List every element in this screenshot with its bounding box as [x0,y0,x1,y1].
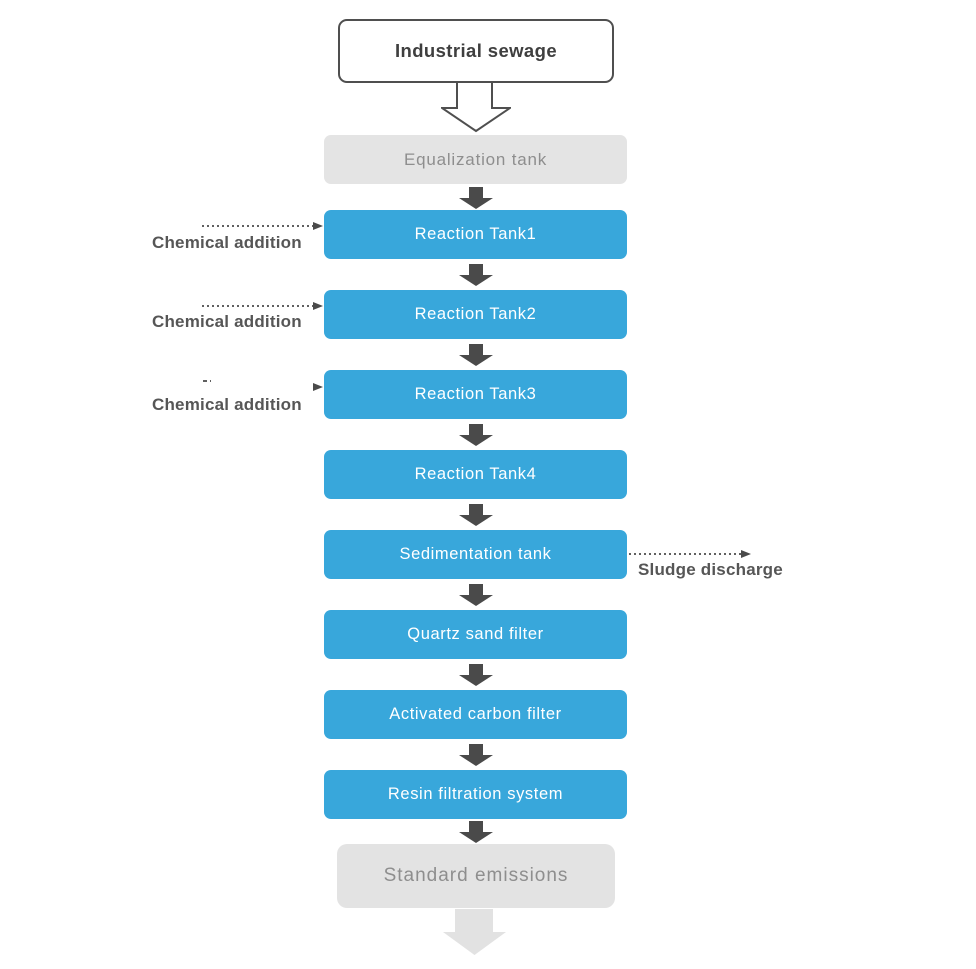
sludge-discharge-label: Sludge discharge [638,560,783,579]
node-reaction-tank-1: Reaction Tank1 [324,210,627,259]
node-label: Equalization tank [403,149,548,169]
node-label: Activated carbon filter [389,705,562,723]
flow-down-arrow-icon [459,264,493,286]
outflow-down-arrow-icon [443,909,506,955]
flow-down-arrow-icon [459,187,493,209]
hollow-down-arrow-icon [441,81,511,133]
node-resin-filtration-system: Resin filtration system [324,770,627,819]
flow-down-arrow-icon [459,504,493,526]
flow-down-arrow-icon [459,344,493,366]
dotted-right-arrow-icon [202,222,323,230]
node-sedimentation-tank: Sedimentation tank [324,530,627,579]
node-label: Reaction Tank4 [414,465,537,483]
node-activated-carbon-filter: Activated carbon filter [324,690,627,739]
node-label: Sedimentation tank [399,545,552,563]
node-standard-emissions: Standard emissions [337,844,615,908]
dotted-right-arrow-icon [203,380,323,391]
node-reaction-tank-2: Reaction Tank2 [324,290,627,339]
node-label: Reaction Tank2 [414,305,537,323]
node-label: Reaction Tank3 [414,385,537,403]
flow-down-arrow-icon [459,664,493,686]
node-reaction-tank-3: Reaction Tank3 [324,370,627,419]
flow-down-arrow-icon [459,821,493,843]
node-label: Quartz sand filter [407,625,544,643]
flow-down-arrow-icon [459,584,493,606]
node-label: Reaction Tank1 [414,225,537,243]
node-label: Standard emissions [383,865,569,886]
dotted-right-arrow-icon [202,302,323,310]
node-label: Resin filtration system [387,785,564,803]
node-industrial-sewage: Industrial sewage [338,19,614,83]
chemical-addition-label: Chemical addition [152,312,302,331]
dotted-right-arrow-icon [629,550,751,558]
flow-down-arrow-icon [459,744,493,766]
flow-down-arrow-icon [459,424,493,446]
chemical-addition-label: Chemical addition [152,395,302,414]
node-label: Industrial sewage [394,40,558,61]
chemical-addition-label: Chemical addition [152,233,302,252]
node-reaction-tank-4: Reaction Tank4 [324,450,627,499]
node-equalization-tank: Equalization tank [324,135,627,184]
node-quartz-sand-filter: Quartz sand filter [324,610,627,659]
